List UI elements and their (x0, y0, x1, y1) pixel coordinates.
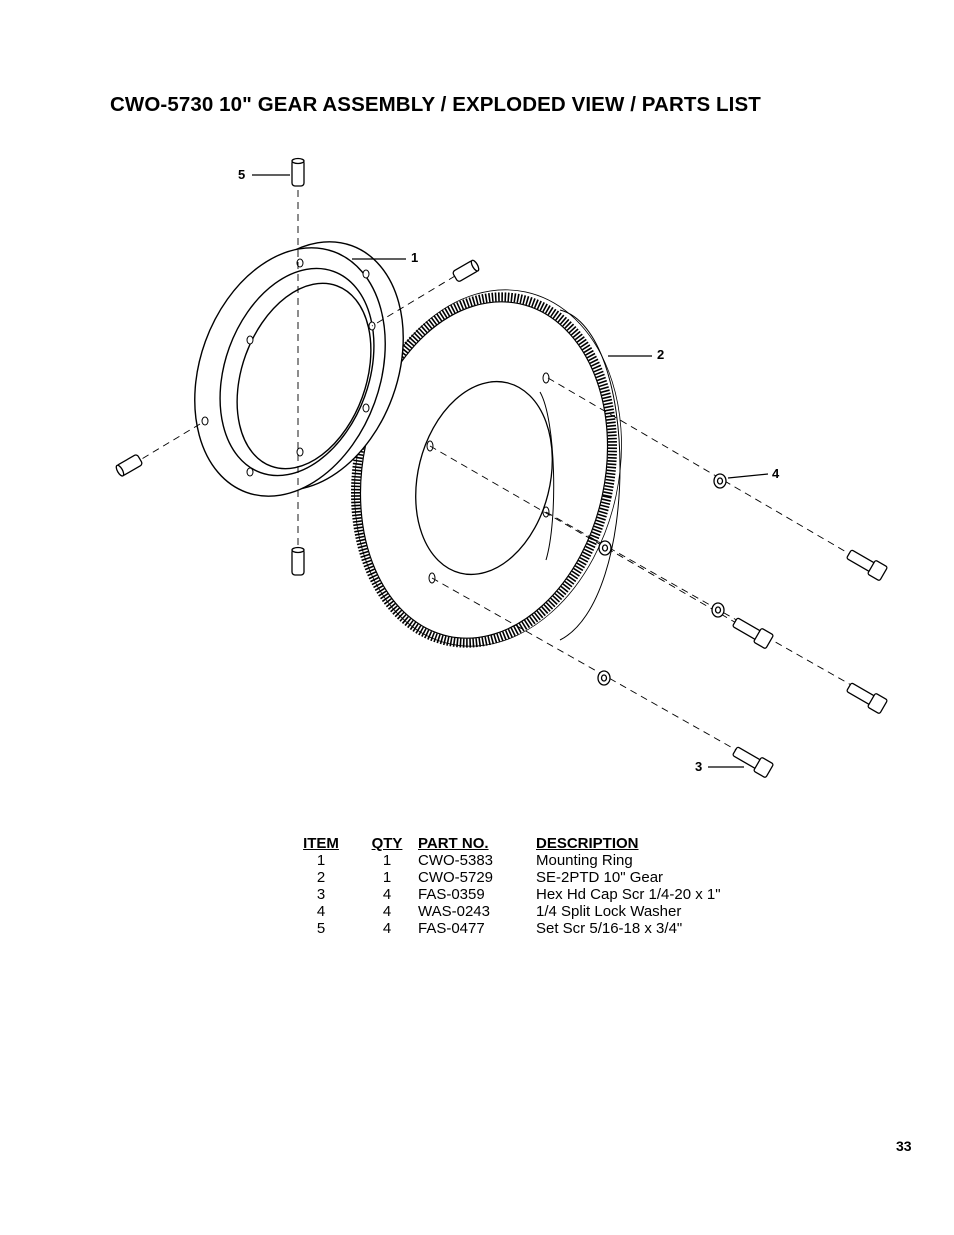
cell-part-no: CWO-5383 (418, 852, 494, 869)
cell-qty: 4 (382, 886, 392, 903)
header-item: ITEM (303, 835, 339, 852)
callout-3: 3 (695, 759, 702, 774)
table-row: 2 1 CWO-5729 SE-2PTD 10" Gear (286, 869, 766, 886)
callout-5: 5 (238, 167, 245, 182)
header-part-no: PART NO. (418, 835, 489, 852)
header-qty: QTY (371, 835, 403, 852)
callout-2: 2 (657, 347, 664, 362)
cell-part-no: CWO-5729 (418, 869, 494, 886)
cell-qty: 4 (382, 903, 392, 920)
cell-item: 1 (316, 852, 326, 869)
cell-qty: 1 (382, 869, 392, 886)
cell-description: SE-2PTD 10" Gear (536, 869, 664, 886)
cell-description: Mounting Ring (536, 852, 633, 869)
cell-item: 2 (316, 869, 326, 886)
cell-part-no: FAS-0359 (418, 886, 485, 903)
callout-leaders (252, 174, 769, 768)
cell-part-no: FAS-0477 (418, 920, 485, 937)
mounting-ring (194, 241, 404, 497)
page-number: 33 (896, 1138, 912, 1154)
callout-1: 1 (411, 250, 418, 265)
set-screw (115, 157, 480, 576)
table-row: 5 4 FAS-0477 Set Scr 5/16-18 x 3/4" (286, 920, 766, 937)
hex-cap-screw (732, 549, 888, 778)
cell-qty: 1 (382, 852, 392, 869)
cell-part-no: WAS-0243 (418, 903, 490, 920)
table-row: 1 1 CWO-5383 Mounting Ring (286, 852, 766, 869)
header-description: DESCRIPTION (536, 835, 639, 852)
cell-item: 4 (316, 903, 326, 920)
gear (350, 289, 622, 648)
lock-washer (597, 473, 727, 686)
table-row: 4 4 WAS-0243 1/4 Split Lock Washer (286, 903, 766, 920)
cell-description: 1/4 Split Lock Washer (536, 903, 682, 920)
exploded-view-diagram: 5 1 2 4 3 (115, 157, 888, 778)
dashed-guide-lines (139, 190, 861, 756)
table-row: 3 4 FAS-0359 Hex Hd Cap Scr 1/4-20 x 1" (286, 886, 766, 903)
parts-list-table: ITEM QTY PART NO. DESCRIPTION 1 1 CWO-53… (286, 835, 766, 937)
table-header-row: ITEM QTY PART NO. DESCRIPTION (286, 835, 766, 852)
cell-item: 5 (316, 920, 326, 937)
cell-description: Set Scr 5/16-18 x 3/4" (536, 920, 683, 937)
callout-4: 4 (772, 466, 780, 481)
page-title: CWO-5730 10" GEAR ASSEMBLY / EXPLODED VI… (110, 93, 761, 116)
cell-qty: 4 (382, 920, 392, 937)
cell-description: Hex Hd Cap Scr 1/4-20 x 1" (536, 886, 721, 903)
cell-item: 3 (316, 886, 326, 903)
